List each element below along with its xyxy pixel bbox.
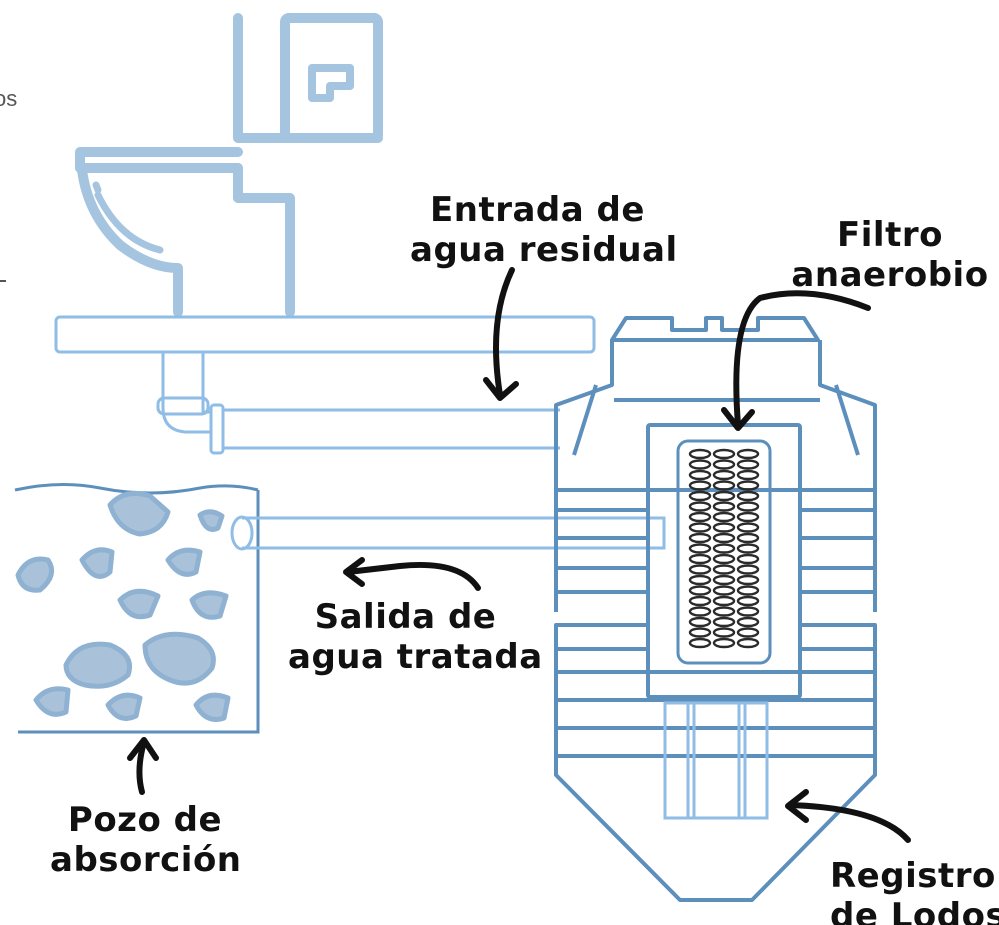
filter-coil <box>688 574 712 586</box>
filter-coil <box>736 595 760 607</box>
filter-coil <box>712 574 736 586</box>
filter-coil <box>712 564 736 575</box>
arrow-entrada <box>493 267 515 398</box>
filter-coil <box>688 522 712 533</box>
filter-coil <box>736 480 760 491</box>
filter-coil <box>712 522 736 533</box>
label-filtro: Filtro anaerobio <box>790 215 990 295</box>
filter-coil <box>688 532 712 544</box>
filter-coil <box>712 511 736 523</box>
filter-coil <box>712 532 736 544</box>
outlet-pipe <box>230 515 666 551</box>
filter-coil <box>712 480 736 491</box>
filter-coil <box>736 564 760 575</box>
filter-coil <box>688 585 712 596</box>
filter-coil <box>688 448 712 460</box>
filter-coil <box>736 522 760 533</box>
filter-coil <box>736 606 760 617</box>
floor-slab <box>54 315 596 354</box>
septic-tank <box>554 316 877 902</box>
filter-coil <box>736 532 760 544</box>
filter-coil <box>736 469 760 481</box>
filter-coil <box>736 616 760 628</box>
anaerobic-filter <box>676 439 772 665</box>
filter-coil <box>736 490 760 502</box>
filter-coil <box>688 595 712 607</box>
arrow-salida <box>345 561 481 591</box>
label-salida-line2: agua tratada <box>288 637 543 677</box>
filter-coil <box>712 595 736 607</box>
filter-coil <box>688 480 712 491</box>
label-registro-line1: Registro <box>830 856 996 896</box>
label-entrada: Entrada de agua residual <box>410 190 678 270</box>
filter-coil <box>712 469 736 481</box>
filter-coil <box>688 616 712 628</box>
label-salida-line1: Salida de <box>314 597 497 637</box>
filter-coil <box>688 606 712 617</box>
filter-coil <box>736 637 760 649</box>
filter-coil <box>736 574 760 586</box>
filter-coil <box>712 616 736 628</box>
arrows <box>127 267 911 843</box>
label-registro-line2: de Lodos <box>830 896 999 925</box>
label-entrada-line2: agua residual <box>410 230 678 270</box>
filter-coil <box>712 585 736 596</box>
filter-coil <box>736 585 760 596</box>
label-registro: Registro de Lodos <box>830 856 999 925</box>
filter-coil <box>712 459 736 470</box>
filter-coil <box>736 553 760 565</box>
filter-coil <box>712 637 736 649</box>
arrow-pozo <box>136 739 147 795</box>
filter-coil <box>688 637 712 649</box>
drain-pipe <box>156 352 560 455</box>
label-filtro-line2: anaerobio <box>791 255 989 295</box>
filter-coil <box>688 490 712 502</box>
toilet <box>75 13 383 317</box>
filter-coil <box>688 553 712 565</box>
sludge-register <box>663 701 769 820</box>
absorption-well <box>14 482 260 734</box>
cut-off-dash <box>0 280 6 282</box>
label-entrada-line1: Entrada de <box>430 190 645 230</box>
filter-coil <box>688 501 712 512</box>
filter-coil <box>736 543 760 554</box>
filter-coil <box>712 448 736 460</box>
label-pozo-line2: absorción <box>50 840 242 880</box>
filter-coil <box>712 501 736 512</box>
filter-coil <box>688 459 712 470</box>
filter-coil <box>688 627 712 638</box>
filter-coil <box>688 469 712 481</box>
cut-off-text: os <box>0 86 18 111</box>
filter-coil <box>712 627 736 638</box>
filter-coil <box>688 511 712 523</box>
label-filtro-line1: Filtro <box>837 215 943 255</box>
filter-coil <box>736 511 760 523</box>
label-pozo-line1: Pozo de <box>67 800 223 840</box>
filter-coil <box>736 627 760 638</box>
filter-coil <box>688 543 712 554</box>
filter-coil <box>712 490 736 502</box>
filter-coil <box>688 564 712 575</box>
filter-coil <box>736 448 760 460</box>
filter-coil <box>736 501 760 512</box>
label-pozo: Pozo de absorción <box>50 800 242 880</box>
arrow-filtro <box>733 290 871 428</box>
arrow-registro <box>787 802 911 843</box>
filter-coil <box>736 459 760 470</box>
label-salida: Salida de agua tratada <box>288 597 543 677</box>
filter-coil <box>712 543 736 554</box>
filter-coil <box>712 606 736 617</box>
filter-coil <box>712 553 736 565</box>
